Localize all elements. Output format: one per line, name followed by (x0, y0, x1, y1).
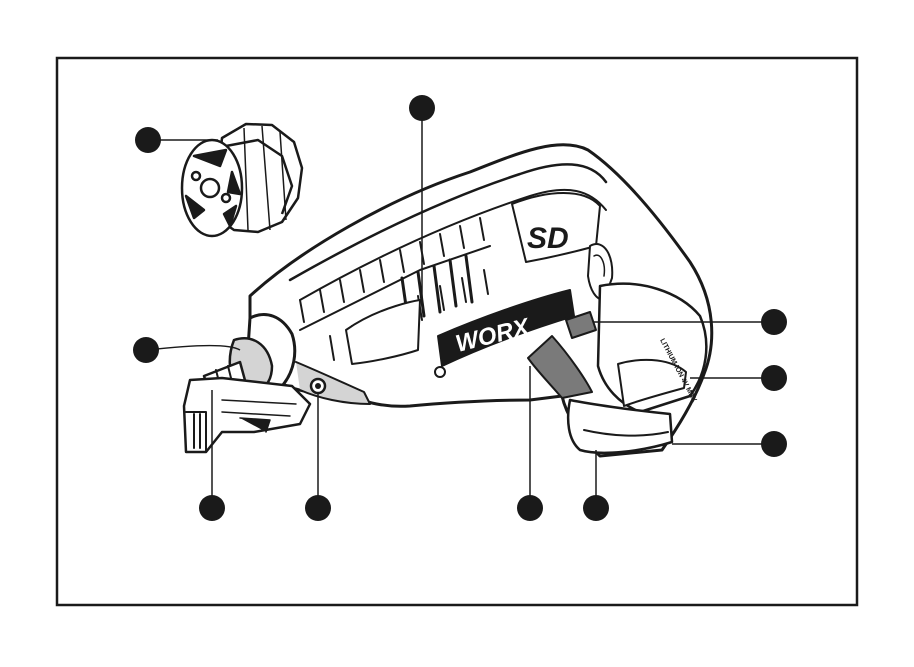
screw-guide (184, 378, 310, 452)
callout-marker (135, 127, 161, 153)
callout-marker (409, 95, 435, 121)
callout-marker (133, 337, 159, 363)
callout-marker (761, 431, 787, 457)
model-badge-text: SD (527, 222, 569, 255)
callout-marker (583, 495, 609, 521)
callout-marker (199, 495, 225, 521)
screw-head (435, 367, 445, 377)
bit-magazine (182, 124, 302, 236)
callout-marker (761, 309, 787, 335)
callout-marker (305, 495, 331, 521)
callout-marker (517, 495, 543, 521)
callout-marker (761, 365, 787, 391)
